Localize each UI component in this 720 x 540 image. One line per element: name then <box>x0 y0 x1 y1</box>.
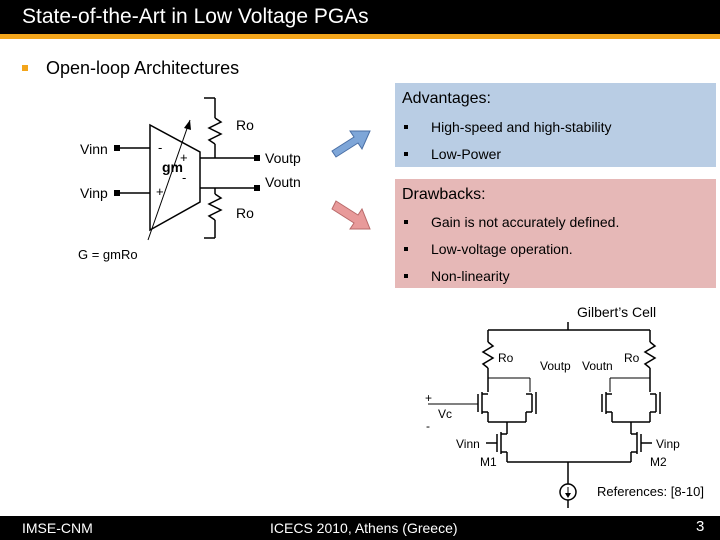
drawbacks-arrow-icon <box>331 200 371 230</box>
ro-left-resistor-icon <box>481 341 495 369</box>
gilbert-cell-diagram: Ro Ro Voutp Voutn + Vc - Vinn <box>425 322 680 508</box>
vinp-terminal <box>114 190 120 196</box>
vinn-label: Vinn <box>80 141 108 157</box>
gain-equation: G = gmRo <box>78 247 138 262</box>
slide-title: State-of-the-Art in Low Voltage PGAs <box>22 5 369 28</box>
ota-diagram: Vinn Vinp - + gm + - Voutp Voutn Ro Ro <box>80 97 301 241</box>
footer-bar: IMSE-CNM ICECS 2010, Athens (Greece) 3 <box>0 516 720 540</box>
ro-bottom-resistor-icon <box>207 193 223 221</box>
ro-top-resistor-icon <box>207 117 223 145</box>
voutp-terminal <box>254 155 260 161</box>
voutn-label: Voutn <box>265 174 301 190</box>
gilbert-voutp: Voutp <box>540 359 571 373</box>
advantages-title: Advantages: <box>402 90 491 107</box>
gilbert-vc-minus: - <box>426 419 430 433</box>
gilbert-cell-label: Gilbert’s Cell <box>577 304 657 320</box>
ota-plus-label: + <box>156 184 164 199</box>
advantages-box: Advantages: High-speed and high-stabilit… <box>395 83 716 167</box>
gilbert-m1: M1 <box>480 455 497 469</box>
ota-symbol <box>149 123 201 232</box>
gilbert-vinn: Vinn <box>456 437 480 451</box>
vinn-terminal <box>114 145 120 151</box>
advantages-arrow-icon <box>331 130 371 158</box>
page-number: 3 <box>696 518 705 535</box>
voutn-terminal <box>254 185 260 191</box>
gilbert-vinp: Vinp <box>656 437 680 451</box>
voutp-label: Voutp <box>265 150 301 166</box>
bullet-icon <box>404 247 408 251</box>
references-text: References: [8-10] <box>597 484 704 499</box>
drawbacks-title: Drawbacks: <box>402 186 486 203</box>
drawbacks-box: Drawbacks: Gain is not accurately define… <box>395 179 716 288</box>
gilbert-ro-right: Ro <box>624 351 640 365</box>
gilbert-m2: M2 <box>650 455 667 469</box>
drawback-item: Gain is not accurately defined. <box>431 214 620 230</box>
accent-bar <box>0 34 720 39</box>
title-bar: State-of-the-Art in Low Voltage PGAs <box>0 0 720 34</box>
gilbert-ro-left: Ro <box>498 351 514 365</box>
quad-transistors-icon <box>477 392 661 434</box>
diff-pair-icon <box>486 432 652 484</box>
gm-label: gm <box>162 159 183 175</box>
heading-bullet-icon <box>22 65 28 71</box>
advantage-item: Low-Power <box>431 146 502 162</box>
drawback-item: Non-linearity <box>431 268 510 284</box>
section-heading: Open-loop Architectures <box>46 58 240 78</box>
ota-out-plus: + <box>180 150 188 165</box>
gilbert-vc-plus: + <box>425 391 432 405</box>
gilbert-voutn: Voutn <box>582 359 613 373</box>
bullet-icon <box>404 125 408 129</box>
bullet-icon <box>404 220 408 224</box>
vinp-label: Vinp <box>80 185 108 201</box>
drawback-item: Low-voltage operation. <box>431 241 573 257</box>
ro-bottom-label: Ro <box>236 205 254 221</box>
bullet-icon <box>404 274 408 278</box>
footer-conference: ICECS 2010, Athens (Greece) <box>270 520 458 536</box>
ro-top-label: Ro <box>236 117 254 133</box>
gilbert-vc: Vc <box>438 407 452 421</box>
bullet-icon <box>404 152 408 156</box>
ota-out-minus: - <box>182 170 186 185</box>
footer-org: IMSE-CNM <box>22 520 93 536</box>
ota-minus-label: - <box>158 140 162 155</box>
ro-right-resistor-icon <box>643 341 657 369</box>
advantage-item: High-speed and high-stability <box>431 119 612 135</box>
